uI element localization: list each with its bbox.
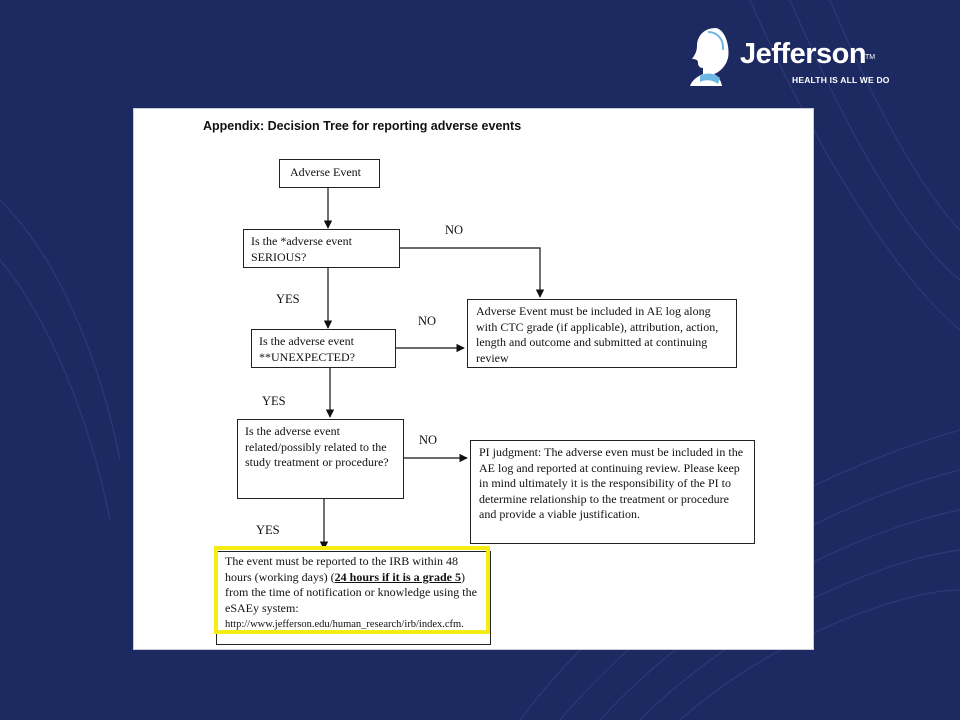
arrow-serious-no (400, 247, 545, 298)
node-adverse-event: Adverse Event (279, 159, 380, 188)
document-title: Appendix: Decision Tree for reporting ad… (203, 119, 522, 133)
report-text-start: The event must be reported to the IRB wi… (225, 554, 458, 584)
brand-tagline: HEALTH IS ALL WE DO (792, 75, 890, 85)
node-ae-log-outcome: Adverse Event must be included in AE log… (467, 299, 737, 368)
label-yes-related: YES (256, 523, 280, 537)
label-yes-unexpected: YES (262, 394, 286, 408)
node-report-to-irb: The event must be reported to the IRB wi… (216, 551, 491, 645)
label-yes-serious: YES (276, 292, 300, 306)
node-question-related: Is the adverse event related/possibly re… (237, 419, 404, 499)
highlight-frame (214, 546, 490, 634)
irb-url-link[interactable]: http://www.jefferson.edu/human_research/… (225, 619, 464, 630)
label-no-unexpected: NO (418, 314, 437, 328)
report-text-end: ) from the time of notification or knowl… (225, 569, 477, 615)
jefferson-logo: Jefferson TM HEALTH IS ALL WE DO (688, 24, 918, 88)
label-no-serious: NO (445, 223, 464, 237)
node-question-unexpected: Is the adverse event **UNEXPECTED? (251, 329, 396, 368)
node-pi-judgment: PI judgment: The adverse even must be in… (470, 440, 755, 544)
decision-tree-document: Appendix: Decision Tree for reporting ad… (134, 109, 813, 649)
node-question-serious: Is the *adverse event SERIOUS? (243, 229, 400, 268)
brand-name: Jefferson (740, 38, 867, 70)
founder-profile-icon (690, 28, 729, 86)
flow-connectors (319, 188, 545, 550)
report-grade5-emphasis: 24 hours if it is a grade 5 (334, 569, 461, 584)
trademark-mark: TM (865, 54, 876, 61)
label-no-related: NO (419, 433, 438, 447)
